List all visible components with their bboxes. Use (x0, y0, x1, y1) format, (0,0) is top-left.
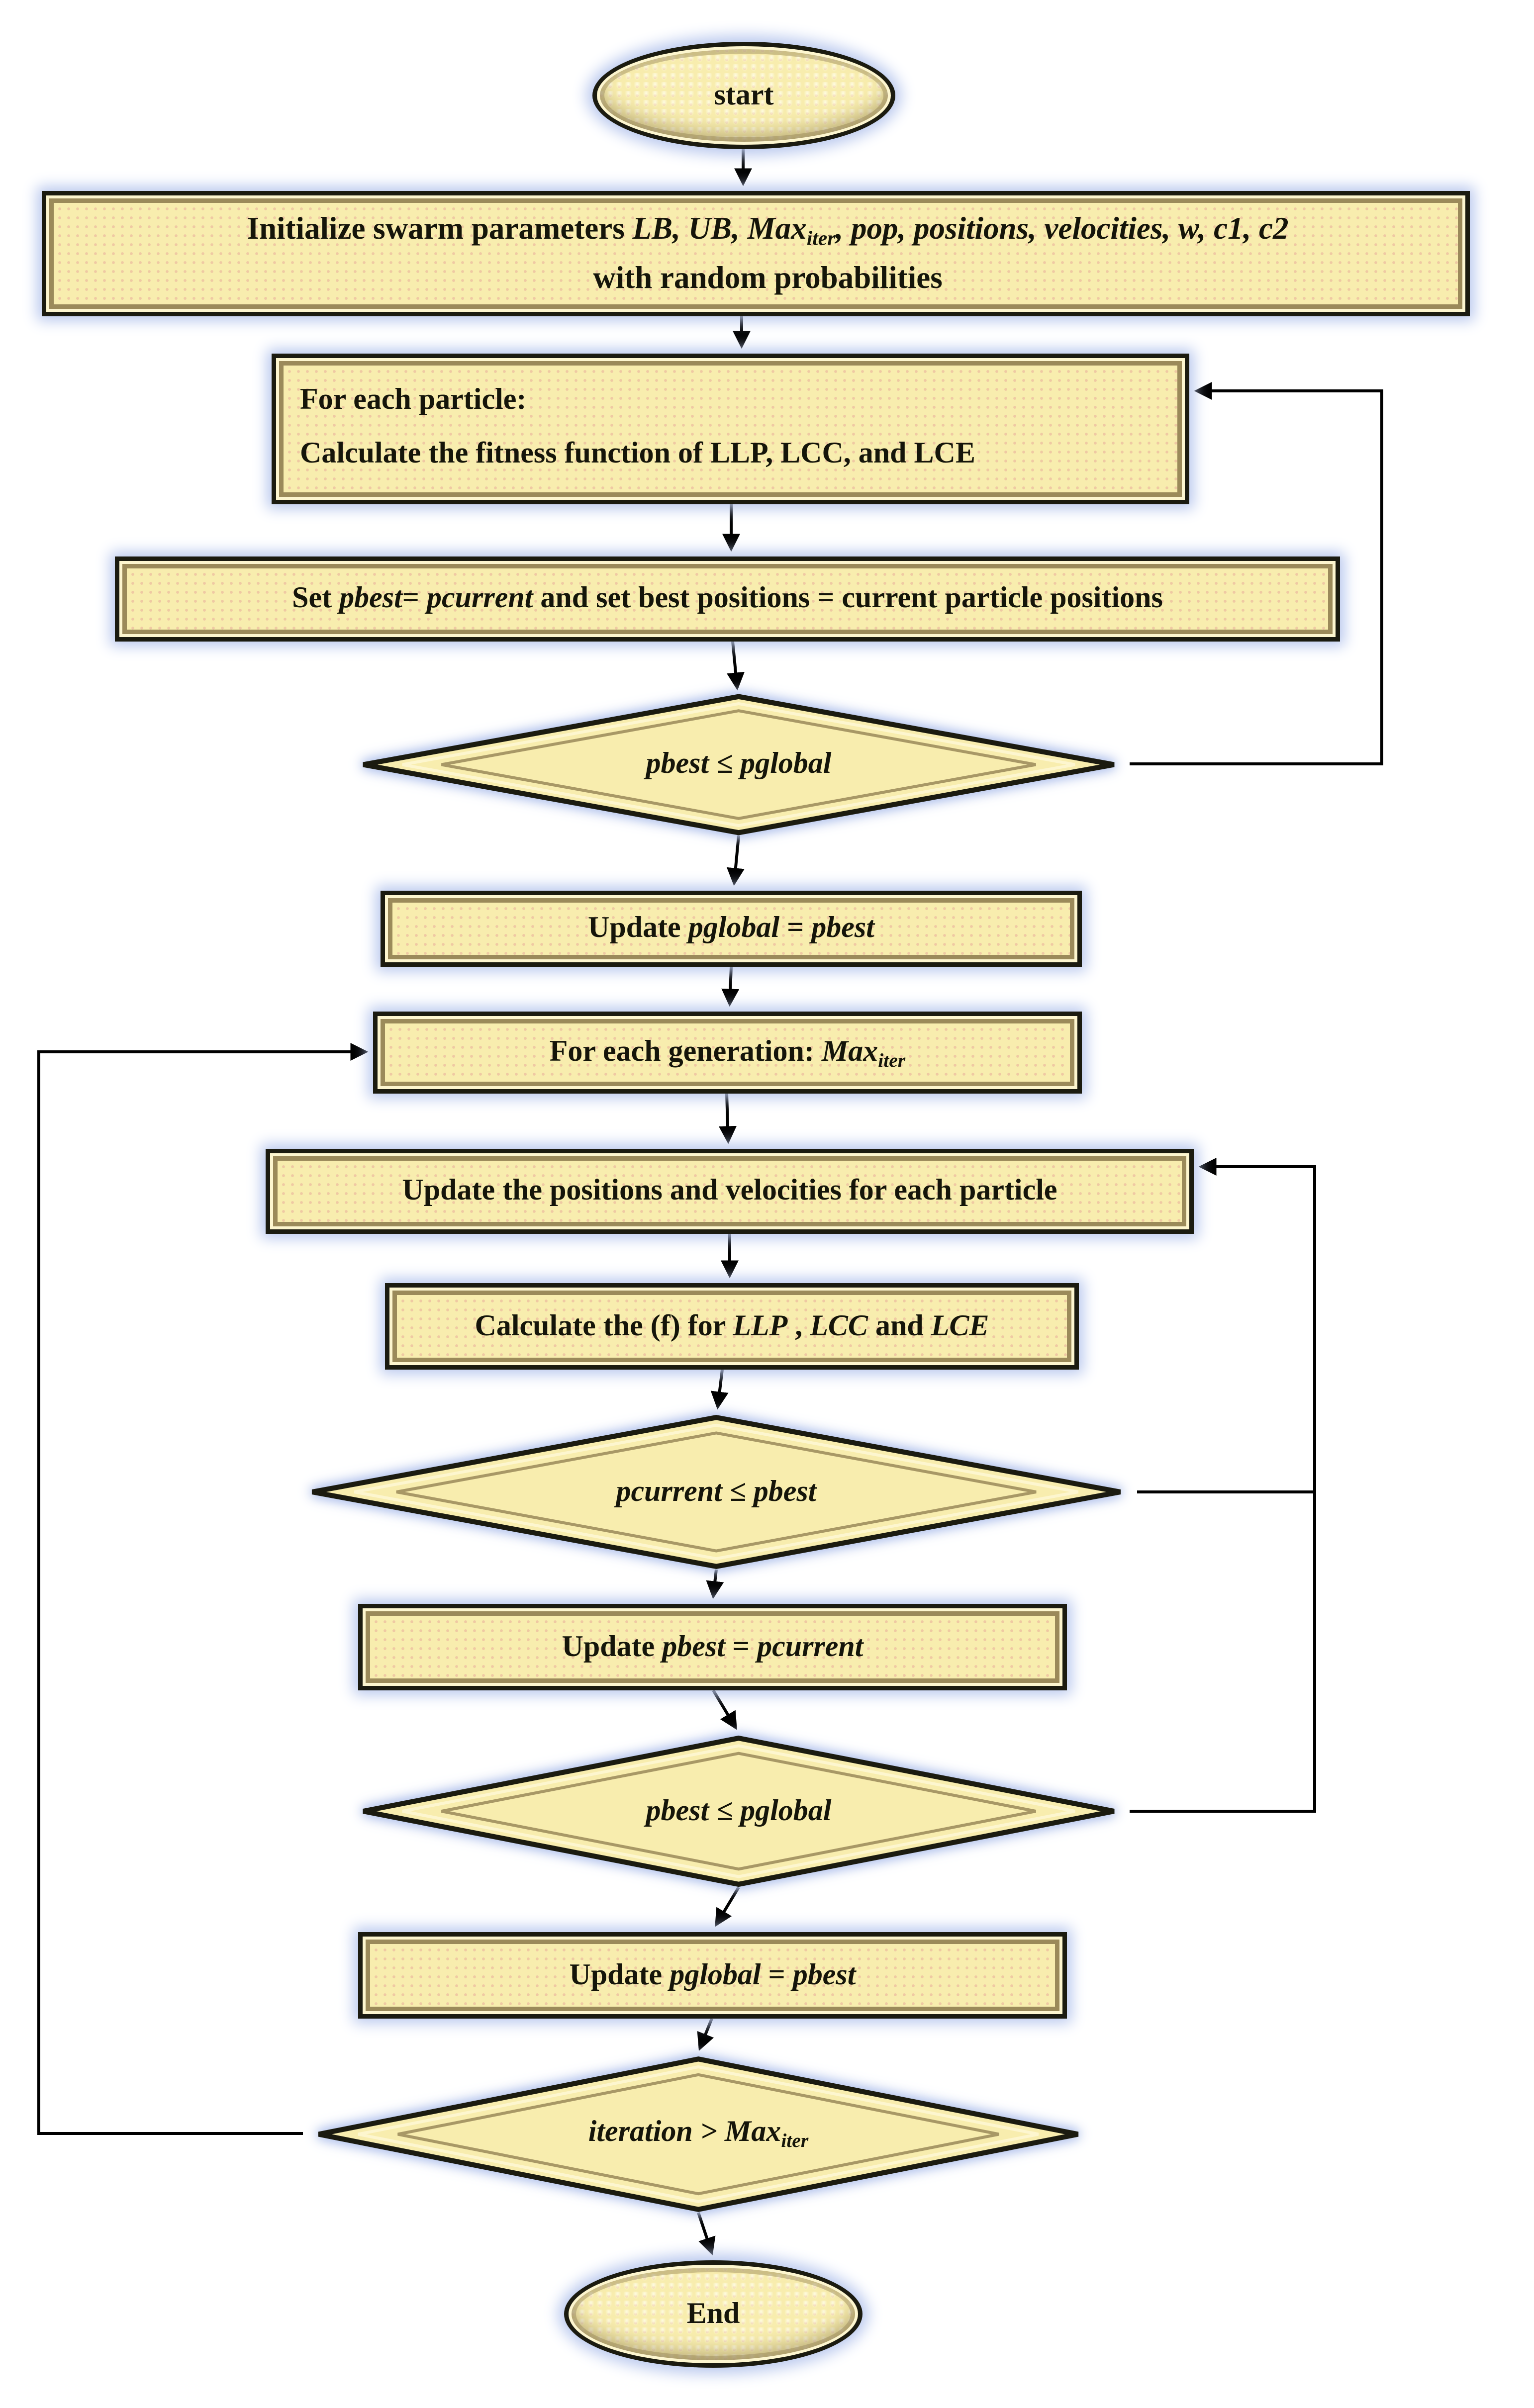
connector-loop-decision2-to-update-positions (1130, 1158, 1316, 1813)
update-pglobal-process-2: Update pglobal = pbest (358, 1932, 1067, 2019)
connector-loop-decision1-to-particle (1130, 382, 1383, 765)
update-pglobal-2-label: Update pglobal = pbest (569, 1958, 856, 1991)
pbest-le-pglobal-decision-2: pbest ≤ pglobal (348, 1735, 1130, 1887)
update-pglobal-process-1: Update pglobal = pbest (381, 891, 1082, 967)
pbest-le-pglobal-decision-1: pbest ≤ pglobal (348, 694, 1130, 835)
end-terminator: End (564, 2260, 863, 2368)
iteration-gt-maxiter-decision: iteration > Maxiter (303, 2056, 1094, 2213)
update-pbest-process: Update pbest = pcurrent (358, 1604, 1067, 1690)
connector-setpbest-to-decision1 (727, 641, 745, 691)
calculate-f-label: Calculate the (f) for LLP , LCC and LCE (475, 1309, 989, 1342)
decision-iteration-label: iteration > Maxiter (588, 2116, 809, 2151)
particle-label-line2: Calculate the fitness function of LLP, L… (300, 437, 975, 470)
set-pbest-label: Set pbest= pcurrent and set best positio… (292, 582, 1163, 615)
generation-label: For each generation: Maxiter (549, 1035, 906, 1071)
connector-decision1-to-update-pglobal-1 (726, 835, 745, 886)
diamond-shape (295, 1414, 1137, 1570)
generation-loop-process: For each generation: Maxiter (373, 1012, 1082, 1094)
update-pglobal-1-label: Update pglobal = pbest (588, 912, 874, 944)
fitness-function-process: For each particle: Calculate the fitness… (272, 354, 1189, 504)
connector-calculate-f-to-decision-pcurrent (710, 1369, 729, 1410)
connector-update-pbest-to-decision2 (712, 1689, 737, 1730)
connector-decision-iteration-to-end (697, 2212, 716, 2256)
diamond-shape (303, 2056, 1094, 2213)
init-label-line2: with random probabilities (593, 259, 943, 295)
decision1-label: pbest ≤ pglobal (646, 747, 832, 780)
end-label: End (686, 2297, 740, 2330)
calculate-f-process: Calculate the (f) for LLP , LCC and LCE (385, 1283, 1079, 1370)
diamond-shape (348, 694, 1130, 835)
connector-loop-iteration-to-generation (37, 1043, 369, 2135)
connector-update-pglobal-1-to-generation (721, 966, 740, 1007)
init-label-line1: Initialize swarm parameters LB, UB, Maxi… (247, 210, 1289, 249)
update-positions-label: Update the positions and velocities for … (402, 1174, 1057, 1207)
start-terminator: start (592, 42, 895, 149)
connector-decision2-to-update-pglobal-2 (715, 1886, 740, 1927)
particle-label-line1: For each particle: (300, 383, 527, 416)
decision-pcurrent-label: pcurrent ≤ pbest (616, 1475, 817, 1508)
start-label: start (714, 78, 774, 111)
decision2-label: pbest ≤ pglobal (646, 1794, 832, 1827)
connector-generation-to-update-positions (719, 1093, 737, 1144)
diamond-shape (348, 1735, 1130, 1887)
update-pbest-label: Update pbest = pcurrent (562, 1630, 863, 1663)
update-positions-process: Update the positions and velocities for … (266, 1149, 1194, 1234)
init-swarm-process: Initialize swarm parameters LB, UB, Maxi… (42, 191, 1470, 316)
connector-decision-pcurrent-to-update-pbest (706, 1569, 724, 1599)
connector-update-pglobal-2-to-decision-iteration (697, 2018, 714, 2051)
pcurrent-le-pbest-decision: pcurrent ≤ pbest (295, 1414, 1137, 1570)
set-pbest-process: Set pbest= pcurrent and set best positio… (115, 556, 1340, 642)
